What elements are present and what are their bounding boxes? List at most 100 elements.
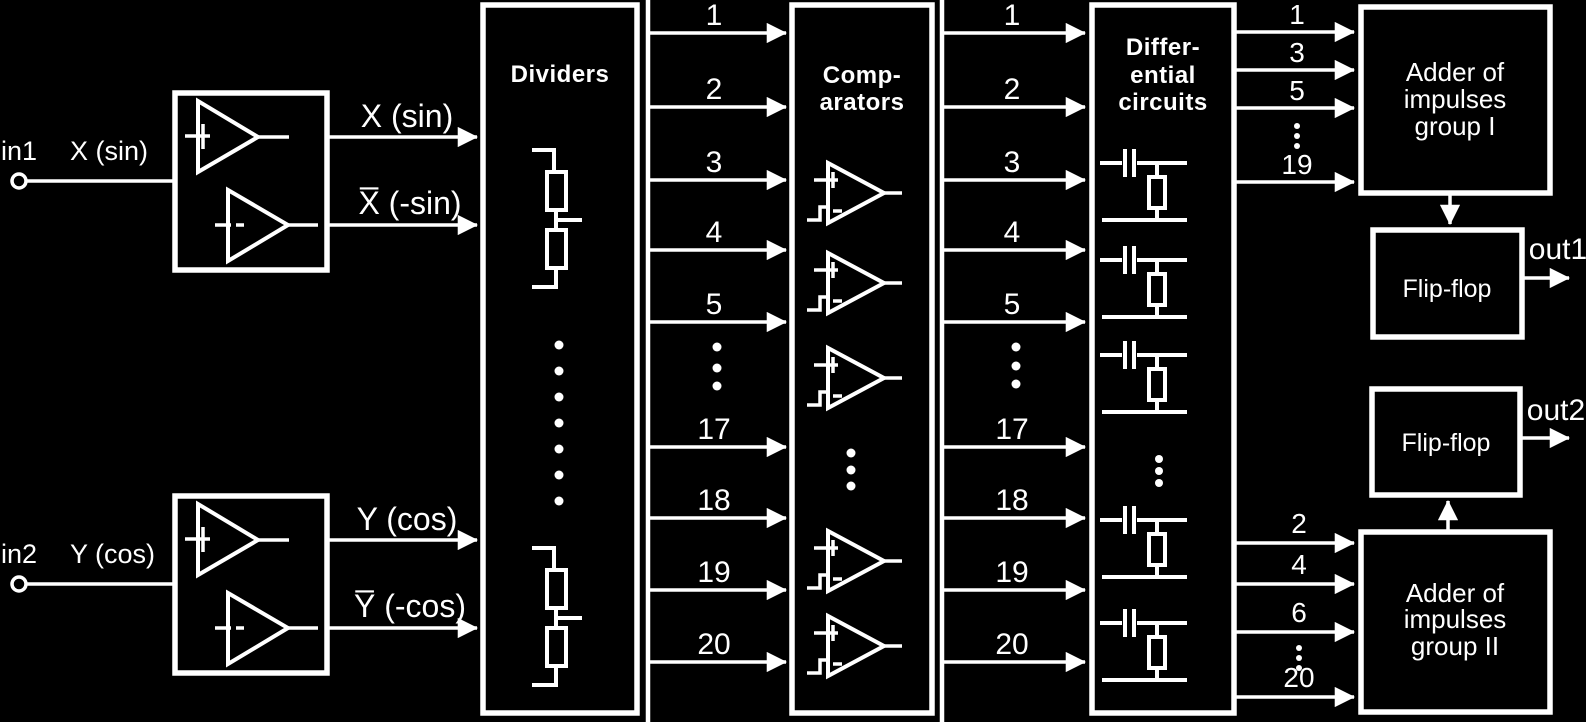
adder1-box (1358, 4, 1553, 196)
amplifier2-outputs: Y (cos) Y̅ (-cos) (327, 501, 479, 639)
bus-line-number: 1 (706, 0, 723, 32)
dot (1296, 645, 1302, 651)
rc-differentiator-icon (1100, 246, 1187, 319)
bus-line-number: 1 (1289, 0, 1305, 30)
dot (1296, 655, 1302, 661)
resistor-divider-icon (532, 148, 582, 289)
bus-line-number: 3 (1004, 146, 1021, 179)
dividers-box (480, 2, 640, 716)
output-out2: out2 (1520, 394, 1585, 449)
bus-line-number: 4 (706, 216, 723, 249)
differential-box (1089, 2, 1237, 716)
adder2-box (1358, 529, 1553, 715)
opamp-triangle-icon (826, 159, 889, 227)
opamp-triangle-icon (826, 527, 889, 595)
resistor-icon (545, 568, 568, 610)
differential-title-line2: ential (1130, 62, 1196, 89)
bus-comparators-to-differential: 1 2 3 4 5 17 18 19 20 (939, 0, 1087, 722)
flipflop1-box (1370, 227, 1525, 340)
dot (846, 448, 856, 458)
resistor-icon (1147, 175, 1167, 210)
bus-line-number: 19 (697, 556, 730, 589)
minus-hysteresis-input (807, 205, 842, 222)
comparators-title-line1: Comp- (823, 62, 901, 89)
comparator-icon (807, 159, 902, 227)
ellipsis-dots (1011, 342, 1021, 389)
input2-terminal-label: in2 (1, 539, 37, 569)
differential-title-line3: circuits (1118, 89, 1207, 116)
comparators-block: Comp- arators (789, 2, 935, 716)
bus-line-number: 3 (706, 146, 723, 179)
comparator-icon (807, 527, 902, 595)
input-terminal-icon (10, 575, 28, 593)
bus-line-number: 1 (1004, 0, 1021, 32)
output-out1: out1 (1522, 233, 1586, 289)
bus-odd-to-adder1: 1 3 5 19 (1234, 0, 1356, 193)
dot (554, 366, 564, 376)
bus-line-number: 18 (995, 484, 1028, 517)
resistor-icon (1147, 532, 1167, 567)
dot (846, 465, 856, 475)
amp1-output-top-label: X (sin) (361, 98, 453, 134)
bus-line-number: 2 (1291, 508, 1307, 539)
comparators-title-line2: arators (820, 89, 905, 116)
dot (554, 340, 564, 350)
dividers-title: Dividers (511, 61, 610, 88)
bus-line-number: 20 (697, 628, 730, 661)
comparator-icon (807, 344, 902, 412)
divider-wiring (532, 546, 582, 687)
minus-hysteresis-input (807, 573, 842, 590)
amplifier1-outputs: X (sin) X̅ (-sin) (327, 98, 479, 236)
dot (1011, 342, 1021, 352)
resistor-divider-icon (532, 546, 582, 687)
opamp-triangle-icon (826, 612, 889, 680)
minus-hysteresis-input (807, 295, 842, 312)
dot (712, 381, 722, 391)
out1-label: out1 (1529, 233, 1586, 266)
resistor-icon (1147, 367, 1167, 402)
adder2-title-line1: Adder of (1406, 578, 1505, 608)
adder-group2-block: Adder of impulses group II (1358, 529, 1553, 715)
flipflop2-box (1369, 386, 1523, 498)
dot (1155, 455, 1163, 463)
comparator-icon (807, 612, 902, 680)
resistor-icon (545, 170, 568, 212)
bus-line-number: 3 (1289, 37, 1305, 68)
amplifier-unit-1 (172, 90, 330, 273)
minus-hysteresis-input (807, 390, 842, 407)
plus-sign (185, 527, 210, 552)
dot (1155, 479, 1163, 487)
rc-differentiator-icon (1100, 341, 1187, 414)
bus-line-number: 5 (706, 288, 723, 321)
ellipsis-dots (712, 342, 722, 391)
bus-line-number: 6 (1291, 597, 1307, 628)
dot (712, 363, 722, 373)
bus-line-number: 17 (697, 413, 730, 446)
ellipsis-dots (846, 448, 856, 491)
bus-line-number: 17 (995, 413, 1028, 446)
flipflop1-block: Flip-flop (1370, 227, 1525, 340)
dot (1296, 665, 1302, 671)
differential-title-line1: Differ- (1126, 34, 1200, 61)
dot (554, 418, 564, 428)
rc-differentiator-icon (1100, 506, 1187, 579)
amp2-output-top-label: Y (cos) (357, 501, 458, 537)
rc-wiring-capacitor (1100, 246, 1187, 319)
dot (1011, 361, 1021, 371)
adder2-title-line3: group II (1411, 631, 1499, 661)
resistor-icon (1147, 635, 1167, 670)
rc-wiring-capacitor (1100, 149, 1187, 222)
bus-dividers-to-comparators: 1 2 3 4 5 17 18 19 20 (645, 0, 788, 722)
dot (1155, 467, 1163, 475)
divider-wiring (532, 148, 582, 289)
rc-wiring-capacitor (1100, 506, 1187, 579)
resistor-icon (545, 626, 568, 668)
opamp-triangle-icon (826, 249, 889, 317)
plus-sign (185, 124, 210, 149)
dot (1294, 143, 1300, 149)
out2-label: out2 (1527, 394, 1585, 427)
dot (1294, 133, 1300, 139)
input1-signal-label: X (sin) (70, 136, 148, 166)
